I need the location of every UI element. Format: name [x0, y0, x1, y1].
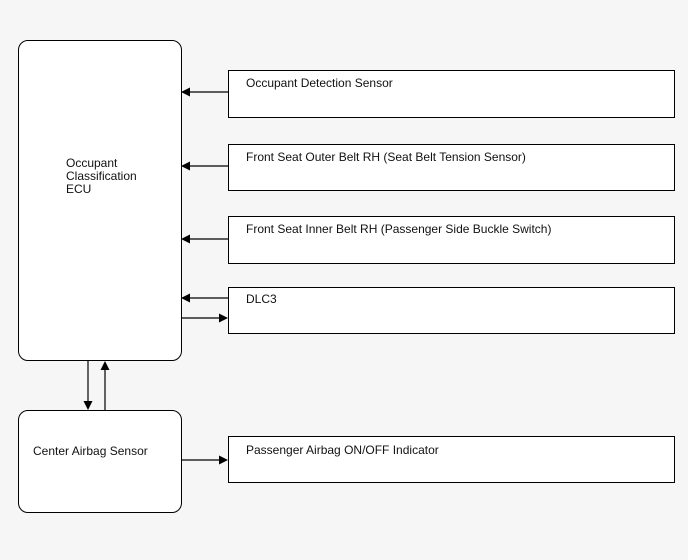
ecu-label-line1: Occupant — [66, 156, 118, 170]
center-airbag-sensor-box — [18, 410, 182, 513]
arrow-inner-belt-to-ecu — [181, 234, 228, 244]
occupant-classification-ecu-box — [18, 40, 182, 361]
arrow-ecu-to-center-airbag-sensor — [83, 361, 93, 410]
front-seat-inner-belt-box — [228, 216, 675, 264]
ecu-label: Occupant Classification ECU — [66, 157, 137, 196]
dlc3-label: DLC3 — [246, 292, 277, 306]
passenger-airbag-indicator-box — [228, 436, 675, 483]
arrow-outer-belt-to-ecu — [181, 161, 228, 171]
arrow-occupant-detection-to-ecu — [181, 87, 228, 97]
ecu-label-line2: Classification — [66, 169, 137, 183]
passenger-airbag-indicator-label: Passenger Airbag ON/OFF Indicator — [246, 443, 439, 457]
center-airbag-sensor-label: Center Airbag Sensor — [33, 444, 148, 458]
occupant-detection-sensor-box — [228, 70, 675, 118]
occupant-detection-sensor-label: Occupant Detection Sensor — [246, 76, 393, 90]
arrow-ecu-to-dlc3 — [182, 313, 228, 323]
front-seat-outer-belt-label: Front Seat Outer Belt RH (Seat Belt Tens… — [246, 150, 526, 164]
arrow-center-airbag-sensor-to-indicator — [182, 455, 228, 465]
front-seat-outer-belt-box — [228, 144, 675, 191]
front-seat-inner-belt-label: Front Seat Inner Belt RH (Passenger Side… — [246, 222, 552, 236]
dlc3-box — [228, 287, 675, 334]
arrow-dlc3-to-ecu — [181, 293, 228, 303]
ecu-label-line3: ECU — [66, 182, 92, 196]
arrow-center-airbag-sensor-to-ecu — [100, 361, 110, 410]
